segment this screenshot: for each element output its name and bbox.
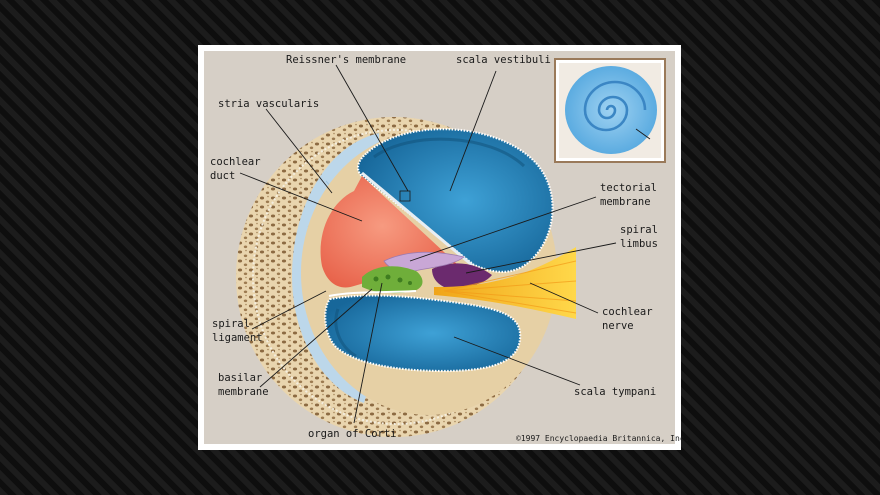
copyright-notice: ©1997 Encyclopaedia Britannica, Inc. [516, 434, 689, 443]
label-basilar-membrane-line1: basilar [218, 372, 262, 384]
label-spiral-ligament-line2: ligament [212, 332, 263, 344]
label-tectorial-membrane-line1: tectorial [600, 182, 657, 194]
organ-of-corti [362, 266, 423, 294]
label-cochlear-duct-line2: duct [210, 170, 235, 182]
label-scala-vestibuli: scala vestibuli [456, 54, 551, 66]
label-stria-vascularis: stria vascularis [218, 98, 319, 110]
diagram-frame: Reissner's membrane scala vestibuli stri… [198, 45, 689, 450]
label-reissners-membrane: Reissner's membrane [286, 54, 406, 66]
label-scala-tympani: scala tympani [574, 386, 656, 398]
diagram-panel: Reissner's membrane scala vestibuli stri… [204, 51, 689, 444]
cochlea-spiral-inset [554, 58, 666, 163]
label-tectorial-membrane-line2: membrane [600, 196, 651, 208]
scala-tympani [324, 294, 522, 373]
label-spiral-limbus-line2: limbus [620, 238, 658, 250]
label-organ-of-corti: organ of Corti [308, 428, 397, 440]
scala-vestibuli [356, 128, 554, 274]
label-spiral-ligament-line1: spiral [212, 318, 250, 330]
label-cochlear-nerve-line1: cochlear [602, 306, 653, 318]
label-basilar-membrane-line2: membrane [218, 386, 269, 398]
label-spiral-limbus-line1: spiral [620, 224, 658, 236]
cochlear-nerve [434, 247, 576, 319]
label-cochlear-nerve-line2: nerve [602, 320, 634, 332]
spiral-limbus [432, 263, 492, 288]
reissners-membrane-line [361, 171, 473, 267]
cochlea-cross-section: Reissner's membrane scala vestibuli stri… [210, 54, 689, 443]
label-cochlear-duct-line1: cochlear [210, 156, 261, 168]
